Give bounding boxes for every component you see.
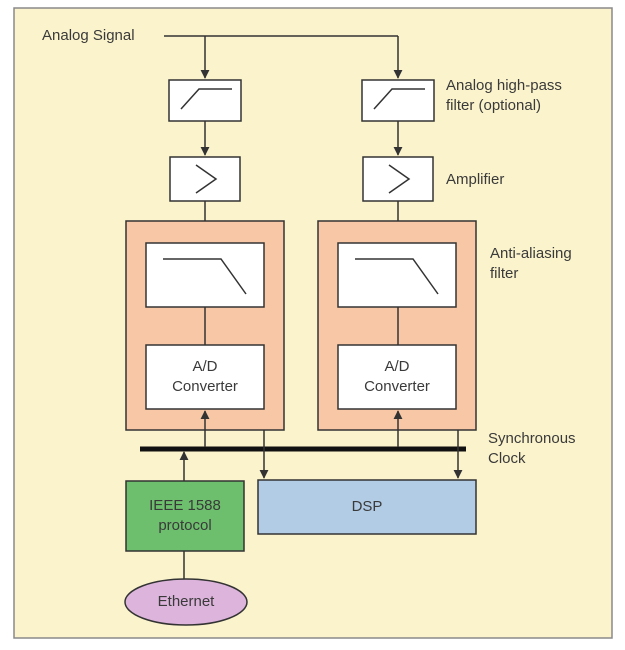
low-pass-icon-left: [163, 258, 247, 295]
converter-to-dsp-wires: [259, 430, 463, 479]
adc-left-line2: Converter: [172, 378, 238, 395]
ieee-1588-text: IEEE 1588 protocol: [126, 481, 244, 551]
synchronous-clock-label: Synchronous Clock: [488, 429, 576, 469]
high-pass-icon-left: [180, 88, 232, 110]
sync-label-line1: Synchronous: [488, 430, 576, 447]
amplifier-icon-left: [195, 164, 218, 194]
high-pass-label-line1: Analog high-pass: [446, 77, 562, 94]
anti-aliasing-filter-right: [337, 242, 457, 308]
adc-converter-left: [145, 344, 265, 410]
adc-left-text: A/D Converter: [146, 345, 264, 409]
amplifier-left: [169, 156, 241, 202]
ieee-1588-block: [125, 480, 245, 552]
amplifier-icon-right: [388, 164, 411, 194]
sync-label-line2: Clock: [488, 450, 526, 467]
analog-signal-label: Analog Signal: [42, 27, 135, 44]
anti-aliasing-label-line1: Anti-aliasing: [490, 245, 572, 262]
low-pass-icon-right: [355, 258, 439, 295]
dsp-label: DSP: [351, 498, 383, 515]
analog-signal-wires: [164, 35, 403, 79]
adc-left-line1: A/D: [192, 358, 218, 375]
high-pass-filter-right: [361, 79, 435, 122]
amplifier-label: Amplifier: [446, 171, 505, 188]
dsp-text: DSP: [258, 480, 476, 534]
ieee-line1: IEEE 1588: [149, 497, 221, 514]
ethernet-label: Ethernet: [157, 593, 215, 610]
clock-to-converter-wires: [200, 410, 403, 447]
adc-converter-right: [337, 344, 457, 410]
anti-aliasing-label-line2: filter: [490, 265, 519, 282]
ieee-line2: protocol: [158, 517, 212, 534]
adc-right-line2: Converter: [364, 378, 430, 395]
adc-right-text: A/D Converter: [338, 345, 456, 409]
high-pass-icon-right: [373, 88, 425, 110]
anti-aliasing-label: Anti-aliasing filter: [490, 244, 572, 284]
amplifier-right: [362, 156, 434, 202]
high-pass-filter-label: Analog high-pass filter (optional): [446, 76, 562, 116]
high-pass-filter-left: [168, 79, 242, 122]
anti-aliasing-filter-left: [145, 242, 265, 308]
adc-right-line1: A/D: [384, 358, 410, 375]
dsp-block: [257, 479, 477, 535]
ethernet-text: Ethernet: [125, 579, 247, 625]
high-pass-label-line2: filter (optional): [446, 97, 542, 114]
ethernet-oval: [124, 578, 248, 626]
